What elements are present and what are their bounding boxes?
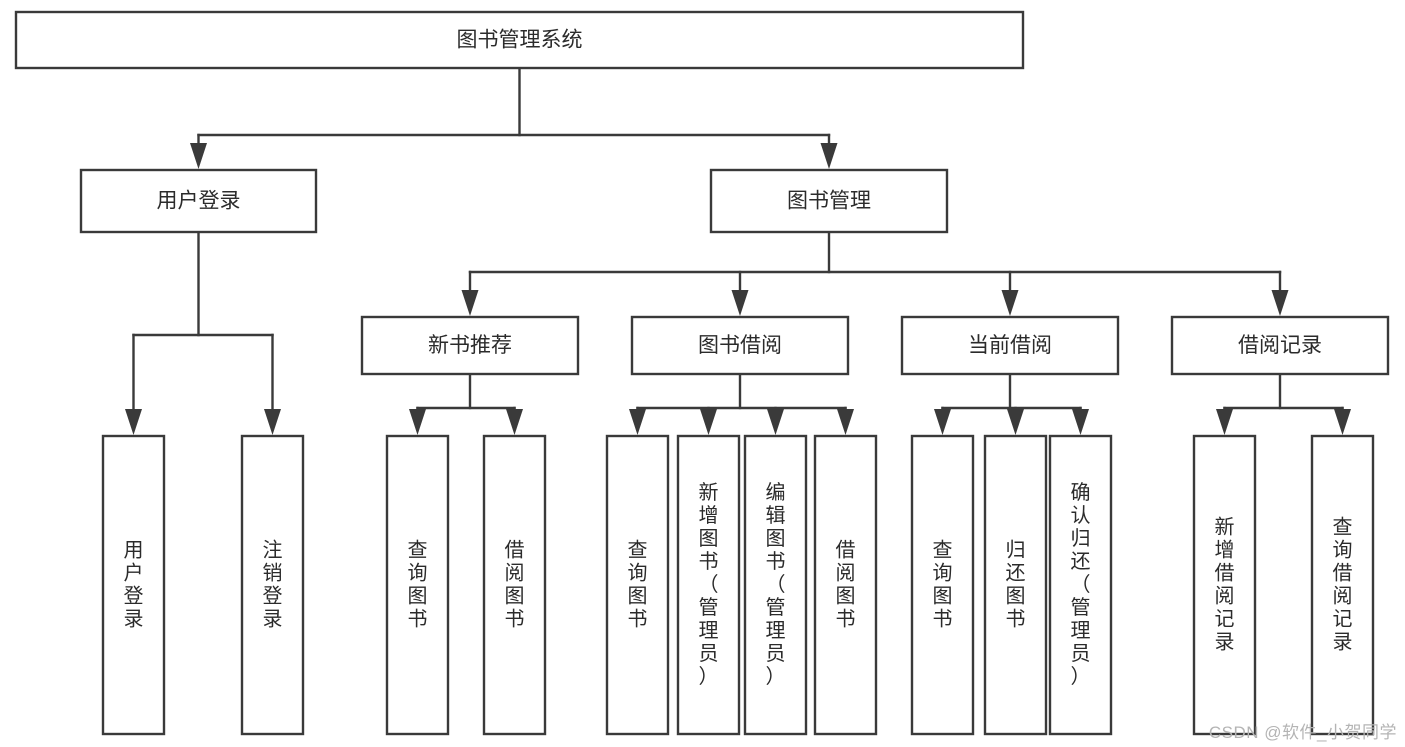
- connector-layer: [125, 66, 1351, 435]
- node-leaf-borrow-book[interactable]: 借阅图书: [813, 434, 878, 736]
- arrowhead-leaf-query-book-recommend: [409, 409, 426, 435]
- node-box-current-borrow: [900, 315, 1120, 376]
- node-box-leaf-return-book: [983, 434, 1048, 736]
- node-box-borrow-record: [1170, 315, 1390, 376]
- node-leaf-query-book-current[interactable]: 查询图书: [910, 434, 975, 736]
- node-leaf-user-login[interactable]: 用户登录: [101, 434, 166, 736]
- node-layer: 图书管理系统用户登录图书管理新书推荐图书借阅当前借阅借阅记录用户登录注销登录查询…: [14, 10, 1390, 736]
- node-label-leaf-query-book-current: 查询图书: [933, 539, 953, 631]
- node-leaf-return-book[interactable]: 归还图书: [983, 434, 1048, 736]
- node-box-leaf-edit-book: [743, 434, 808, 736]
- arrowhead-new-book-recommend: [461, 290, 479, 316]
- node-box-leaf-borrow-book: [813, 434, 878, 736]
- node-label-leaf-confirm-return: 确认归还（管理员）: [1071, 481, 1091, 688]
- node-label-leaf-return-book: 归还图书: [1006, 539, 1026, 631]
- node-label-leaf-user-logout: 注销登录: [263, 539, 283, 631]
- node-book-borrow[interactable]: 图书借阅: [630, 315, 850, 376]
- node-box-leaf-query-book-recommend: [385, 434, 450, 736]
- arrowhead-leaf-query-book-current: [934, 409, 951, 435]
- watermark-label: CSDN @软件_小贺同学: [1208, 723, 1397, 742]
- node-box-new-book-recommend: [360, 315, 580, 376]
- node-box-book-management: [709, 168, 949, 234]
- node-label-root: 图书管理系统: [457, 29, 583, 52]
- node-label-book-borrow: 图书借阅: [698, 334, 782, 357]
- node-box-leaf-borrow-book-recommend: [482, 434, 547, 736]
- node-box-leaf-user-login: [101, 434, 166, 736]
- node-leaf-query-borrow-record[interactable]: 查询借阅记录: [1310, 434, 1375, 736]
- arrowhead-leaf-borrow-book-recommend: [506, 409, 523, 435]
- arrowhead-leaf-query-book: [629, 409, 646, 435]
- node-label-leaf-query-book: 查询图书: [628, 539, 648, 631]
- node-book-management[interactable]: 图书管理: [709, 168, 949, 234]
- node-box-leaf-add-borrow-record: [1192, 434, 1257, 736]
- node-leaf-query-book-recommend[interactable]: 查询图书: [385, 434, 450, 736]
- node-label-leaf-user-login: 用户登录: [124, 540, 144, 631]
- node-leaf-add-book[interactable]: 新增图书（管理员）: [676, 434, 741, 736]
- node-box-book-borrow: [630, 315, 850, 376]
- arrowhead-leaf-add-borrow-record: [1216, 409, 1233, 435]
- node-box-user-login: [79, 168, 318, 234]
- node-box-leaf-add-book: [676, 434, 741, 736]
- arrowhead-leaf-return-book: [1007, 409, 1024, 435]
- node-label-leaf-borrow-book: 借阅图书: [836, 539, 856, 631]
- node-label-leaf-query-book-recommend: 查询图书: [408, 539, 428, 631]
- arrowhead-leaf-confirm-return: [1072, 409, 1089, 435]
- arrowhead-leaf-query-borrow-record: [1334, 409, 1351, 435]
- node-box-leaf-confirm-return: [1048, 434, 1113, 736]
- node-label-new-book-recommend: 新书推荐: [428, 334, 512, 357]
- node-label-leaf-add-borrow-record: 新增借阅记录: [1215, 516, 1235, 654]
- node-leaf-user-logout[interactable]: 注销登录: [240, 434, 305, 736]
- node-leaf-query-book[interactable]: 查询图书: [605, 434, 670, 736]
- arrowhead-book-borrow: [731, 290, 749, 316]
- node-borrow-record[interactable]: 借阅记录: [1170, 315, 1390, 376]
- node-box-leaf-query-book-current: [910, 434, 975, 736]
- node-root[interactable]: 图书管理系统: [14, 10, 1025, 70]
- node-leaf-confirm-return[interactable]: 确认归还（管理员）: [1048, 434, 1113, 736]
- arrowhead-leaf-user-logout: [264, 409, 281, 435]
- node-box-leaf-query-book: [605, 434, 670, 736]
- node-box-leaf-query-borrow-record: [1310, 434, 1375, 736]
- arrowhead-book-management: [820, 143, 838, 169]
- node-label-leaf-edit-book: 编辑图书（管理员）: [766, 481, 786, 688]
- arrowhead-leaf-edit-book: [767, 409, 784, 435]
- arrowhead-user-login: [190, 143, 207, 169]
- node-leaf-borrow-book-recommend[interactable]: 借阅图书: [482, 434, 547, 736]
- node-label-book-management: 图书管理: [787, 190, 871, 213]
- arrowhead-current-borrow: [1001, 290, 1019, 316]
- node-box-root: [14, 10, 1025, 70]
- arrowhead-leaf-borrow-book: [837, 409, 854, 435]
- node-leaf-add-borrow-record[interactable]: 新增借阅记录: [1192, 434, 1257, 736]
- node-label-user-login: 用户登录: [157, 190, 241, 213]
- node-label-leaf-borrow-book-recommend: 借阅图书: [505, 539, 525, 631]
- node-user-login[interactable]: 用户登录: [79, 168, 318, 234]
- node-box-leaf-user-logout: [240, 434, 305, 736]
- arrowhead-borrow-record: [1271, 290, 1289, 316]
- arrowhead-leaf-user-login: [125, 409, 142, 435]
- node-label-current-borrow: 当前借阅: [968, 334, 1052, 357]
- node-label-borrow-record: 借阅记录: [1238, 334, 1322, 357]
- node-label-leaf-query-borrow-record: 查询借阅记录: [1333, 516, 1353, 654]
- node-current-borrow[interactable]: 当前借阅: [900, 315, 1120, 376]
- node-leaf-edit-book[interactable]: 编辑图书（管理员）: [743, 434, 808, 736]
- arrowhead-leaf-add-book: [700, 409, 717, 435]
- node-label-leaf-add-book: 新增图书（管理员）: [699, 481, 719, 688]
- node-new-book-recommend[interactable]: 新书推荐: [360, 315, 580, 376]
